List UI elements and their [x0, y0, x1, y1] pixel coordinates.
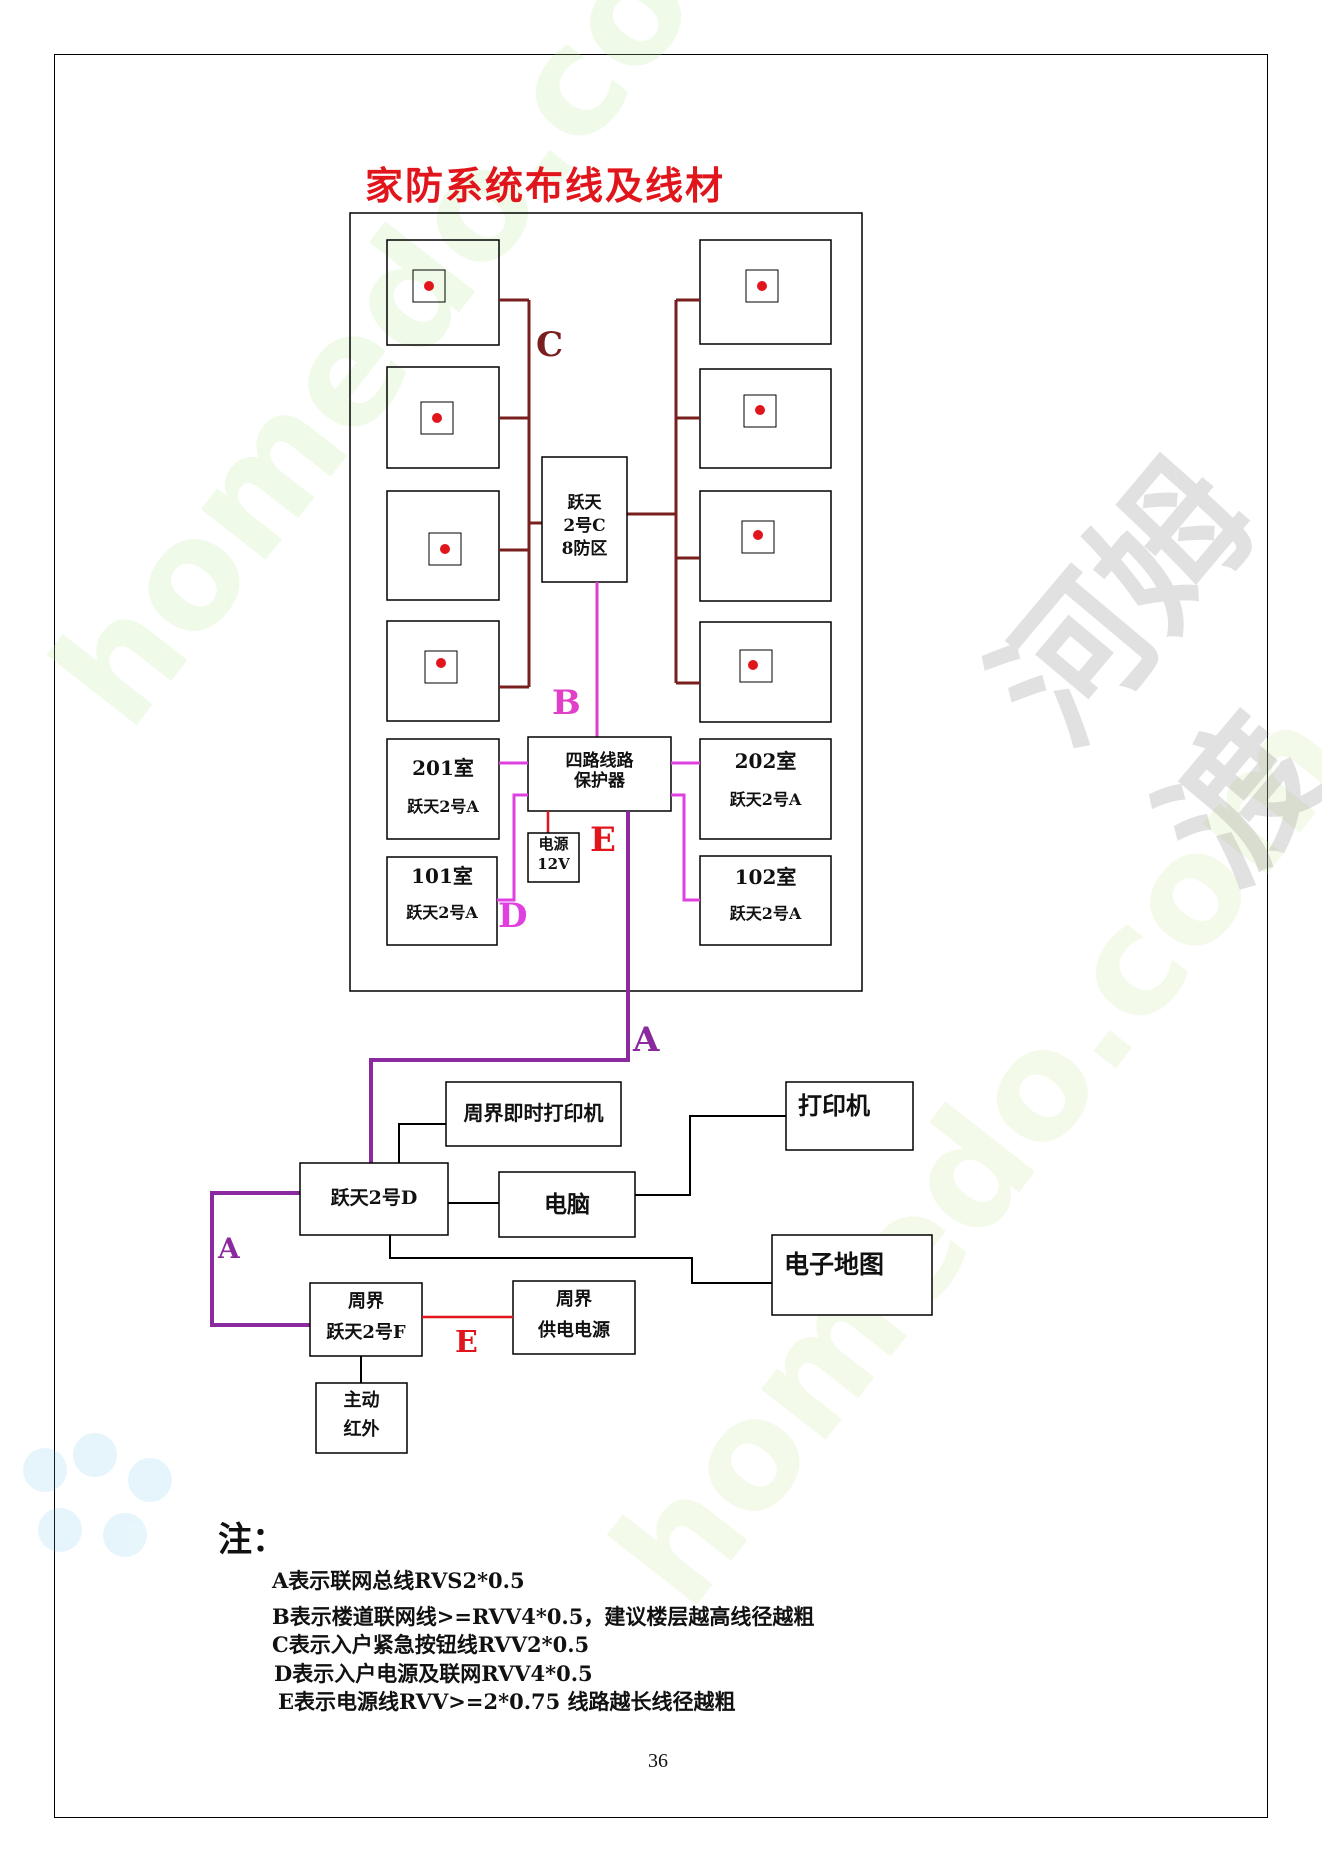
note-c: C表示入户紧急按钮线RVV2*0.5: [272, 1632, 590, 1657]
emap-label: 电子地图: [784, 1250, 885, 1279]
detector-room-r1: [699, 239, 832, 345]
perimeter-f-line2: 跃天2号F: [326, 1321, 406, 1343]
infrared-line1: 主动: [343, 1390, 380, 1411]
power12-box: [527, 832, 580, 883]
sensor-icon-r3: [741, 520, 775, 554]
data-lines: [360, 1115, 786, 1383]
detector-room-l3: [386, 490, 500, 601]
room-model: 跃天2号A: [406, 903, 478, 922]
room-box-201: [386, 738, 500, 840]
note-b: B表示楼道联网线>=RVV4*0.5，建议楼层越高线径越粗: [272, 1604, 815, 1629]
notes-title: 注：: [218, 1520, 286, 1560]
room-label-202: 202室 跃天2号A: [700, 748, 831, 811]
computer-label: 电脑: [544, 1191, 590, 1218]
letter-e-top: E: [590, 820, 616, 860]
detector-room-l4: [386, 620, 500, 722]
infrared-line2: 红外: [343, 1418, 380, 1440]
controller-label: 跃天 2号C 8防区: [542, 492, 627, 561]
page-frame: [54, 54, 1268, 1818]
room-number: 202室: [734, 749, 797, 773]
perimeter-power-box: [512, 1280, 636, 1355]
perimeter-power-line1: 周界: [556, 1289, 592, 1310]
detector-room-l1: [386, 239, 500, 346]
sensor-icon-r4: [739, 649, 773, 683]
perimeter-f-line1: 周界: [348, 1291, 384, 1312]
power12-line2: 12V: [537, 854, 570, 873]
host-d-box: [299, 1162, 449, 1236]
printer-zj-box: [445, 1081, 622, 1147]
watermark-flower-icon: [23, 1433, 172, 1557]
perimeter-power-line2: 供电电源: [538, 1319, 610, 1341]
detector-room-r4: [699, 621, 832, 723]
line-c: [499, 298, 700, 689]
protector-line1: 四路线路: [565, 751, 634, 771]
computer-box: [498, 1171, 636, 1238]
emap-box: [771, 1234, 933, 1316]
controller-box: [541, 456, 628, 583]
sensor-icon-l1: [412, 269, 446, 303]
note-a: A表示联网总线RVS2*0.5: [272, 1568, 525, 1593]
power12-line1: 电源: [538, 835, 569, 853]
controller-line2: 2号C: [563, 515, 606, 536]
room-model: 跃天2号A: [729, 904, 802, 923]
protector-label: 四路线路 保护器: [528, 751, 671, 791]
protector-line2: 保护器: [574, 770, 625, 791]
page-number: 36: [648, 1750, 668, 1772]
detector-room-l2: [386, 366, 500, 469]
room-label-101: 101室 跃天2号A: [387, 863, 497, 924]
room-model: 跃天2号A: [407, 797, 479, 816]
room-label-201: 201室 跃天2号A: [387, 755, 499, 818]
printer-zj-label: 周界即时打印机: [463, 1101, 604, 1125]
sensor-icon-l4: [424, 650, 458, 684]
power12-label: 电源 12V: [528, 835, 579, 874]
letter-c: C: [536, 325, 564, 365]
diagram-title: 家防系统布线及线材: [365, 163, 726, 208]
room-number: 201室: [412, 756, 474, 780]
printer-label: 打印机: [798, 1091, 870, 1120]
room-label-102: 102室 跃天2号A: [700, 864, 831, 925]
letter-b: B: [552, 683, 581, 723]
infrared-box: [315, 1382, 408, 1454]
letter-a-top: A: [633, 1020, 660, 1060]
detector-room-r2: [699, 368, 832, 469]
note-d: D表示入户电源及联网RVV4*0.5: [274, 1661, 593, 1686]
sensor-icon-l2: [420, 401, 454, 435]
sensor-icon-l3: [428, 532, 462, 566]
note-e: E表示电源线RVV>=2*0.75 线路越长线径越粗: [278, 1689, 736, 1714]
controller-line3: 8防区: [561, 538, 608, 559]
room-box-202: [699, 738, 832, 840]
infrared-label: 主动 红外: [316, 1387, 407, 1445]
perimeter-f-label: 周界 跃天2号F: [310, 1287, 422, 1348]
controller-line1: 跃天: [567, 493, 602, 513]
perimeter-f-box: [309, 1282, 423, 1357]
sensor-icon-r2: [743, 394, 777, 428]
room-model: 跃天2号A: [729, 790, 802, 809]
letter-d: D: [498, 896, 528, 936]
host-d-label: 跃天2号D: [330, 1187, 418, 1209]
room-number: 102室: [734, 865, 797, 889]
detector-room-r3: [699, 490, 832, 602]
line-a: [210, 811, 630, 1327]
letter-a-left: A: [218, 1232, 240, 1265]
line-d: [497, 761, 700, 902]
perimeter-power-label: 周界 供电电源: [513, 1285, 635, 1346]
sensor-icon-r1: [745, 269, 779, 303]
printer-box: [785, 1081, 914, 1151]
room-number: 101室: [411, 864, 473, 888]
letter-e-bottom: E: [455, 1325, 478, 1360]
building-frame: [349, 212, 863, 992]
protector-box: [527, 736, 672, 812]
